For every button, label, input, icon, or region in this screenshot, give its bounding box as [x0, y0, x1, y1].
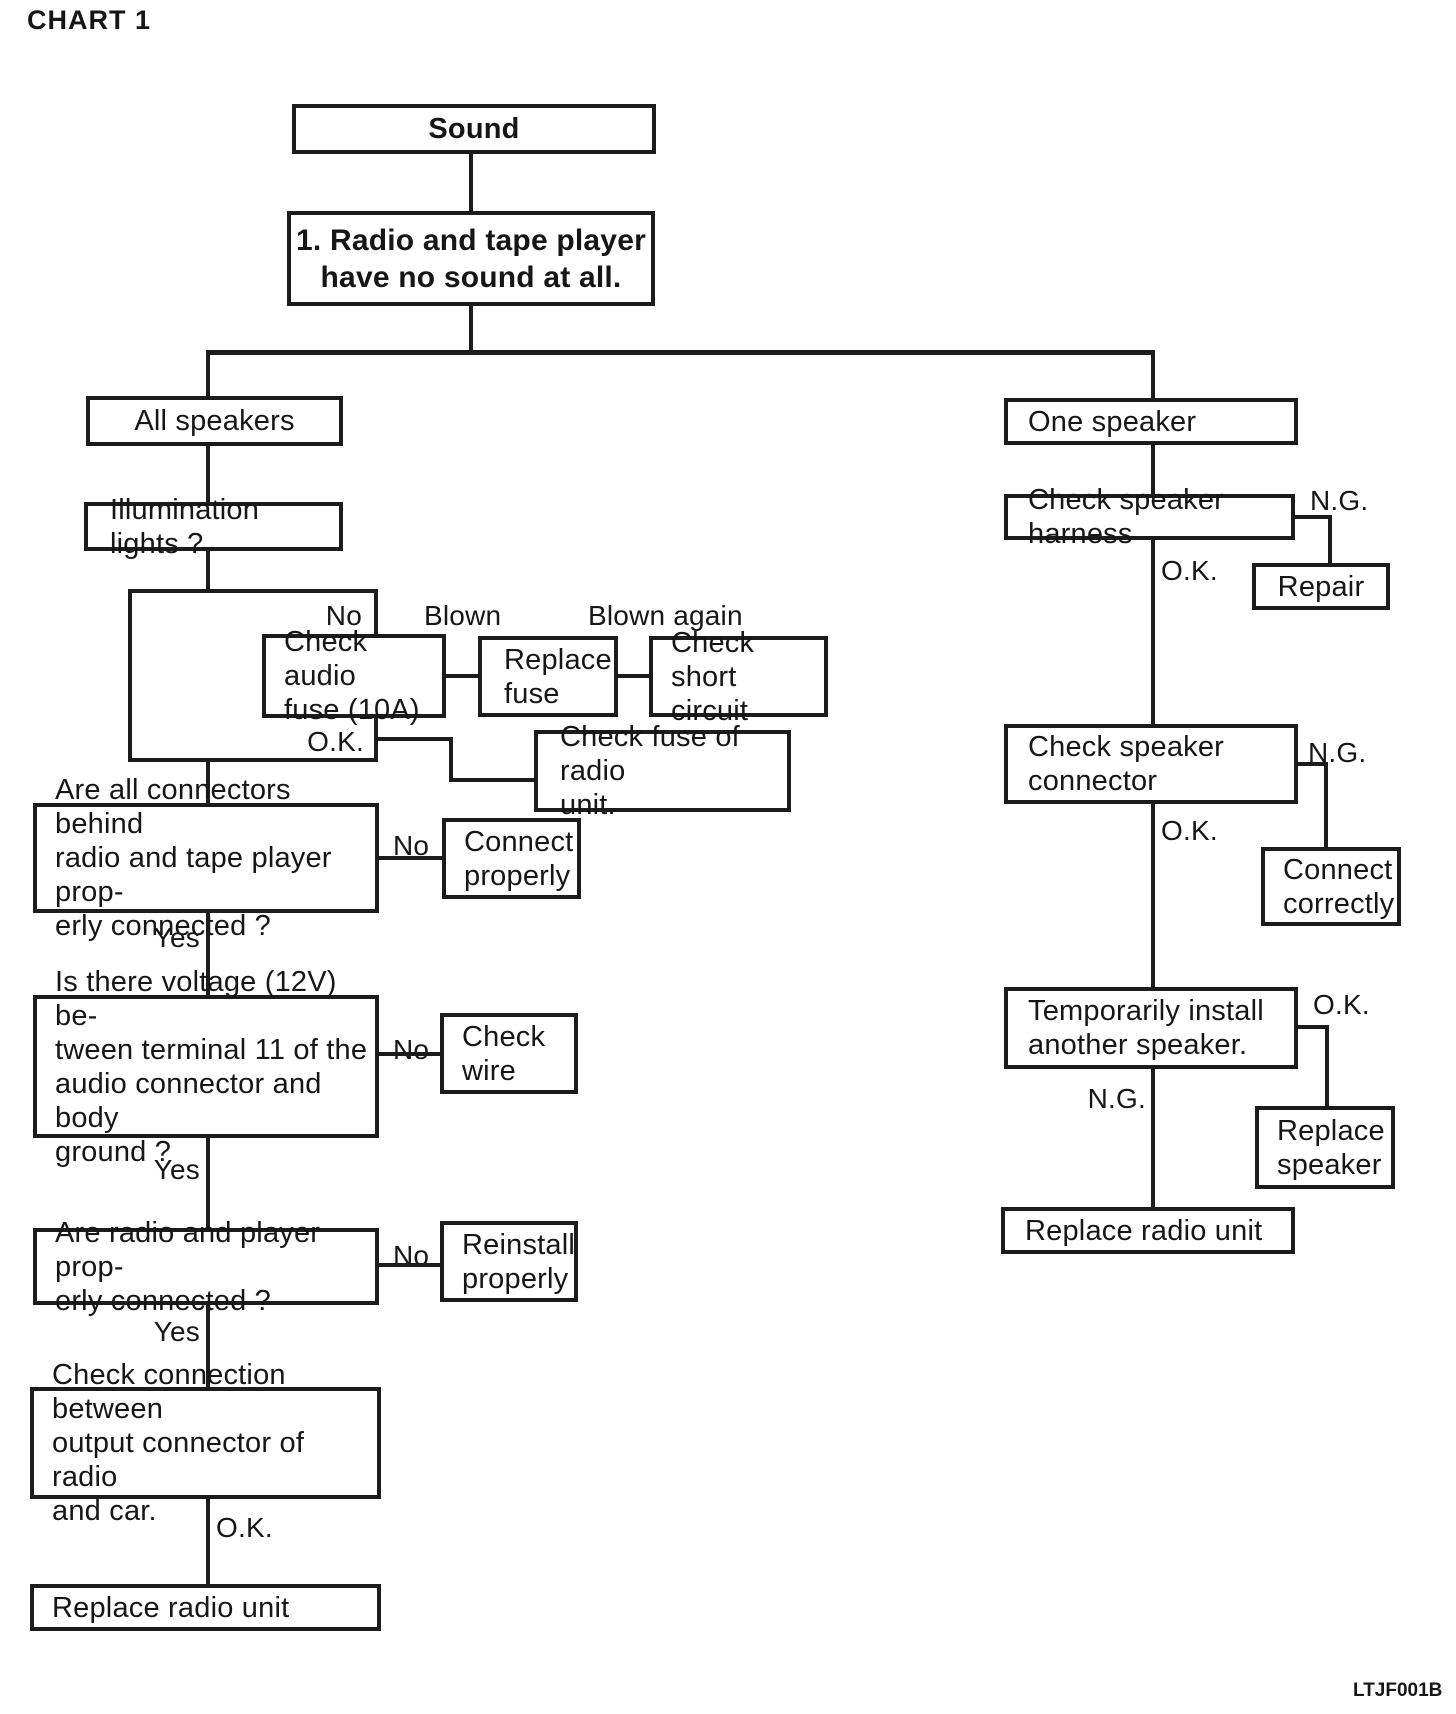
node-reinstall-properly: Reinstall properly [440, 1221, 578, 1302]
node-check-wire: Check wire [440, 1013, 578, 1094]
node-replace-fuse: Replace fuse [478, 636, 618, 717]
edge-label-yes-voltage: Yes [153, 1154, 200, 1185]
node-connect-properly: Connect properly [442, 818, 581, 899]
edge-replace-short [616, 674, 651, 678]
edge-fuse-replace [444, 674, 480, 678]
node-replace-speaker: Replace speaker [1255, 1106, 1395, 1189]
edge-label-yes-radioplayer: Yes [153, 1316, 200, 1347]
edge-connectors-voltage [206, 911, 210, 997]
node-problem: 1. Radio and tape player have no sound a… [287, 211, 655, 306]
node-check-speaker-harness: Check speaker harness [1004, 484, 1295, 550]
edge-connectors-no [377, 856, 444, 860]
edge-ok-step-3 [449, 778, 536, 782]
edge-problem-split [469, 304, 473, 354]
node-temporarily-install: Temporarily install another speaker. [1004, 987, 1298, 1069]
edge-rect-top [128, 589, 378, 593]
node-repair: Repair [1252, 563, 1390, 610]
edge-connector-ng-v [1324, 762, 1328, 849]
edge-connector-tempinstall [1151, 802, 1155, 989]
node-all-speakers: All speakers [86, 396, 343, 446]
edge-voltage-no [377, 1052, 442, 1056]
node-voltage-question: Is there voltage (12V) be- tween termina… [33, 966, 379, 1168]
node-connectors-question: Are all connectors behind radio and tape… [33, 774, 379, 942]
edge-harness-ng-v [1328, 515, 1332, 565]
edge-label-ok-tempinstall: O.K. [1313, 989, 1370, 1020]
node-replace-radio-unit-left: Replace radio unit [30, 1584, 381, 1631]
edge-connector-ng-h [1296, 762, 1328, 766]
edge-rect-bottom [128, 758, 378, 762]
edge-rect-left [128, 589, 132, 762]
edge-illumination-down [206, 549, 210, 593]
edge-label-blown: Blown [424, 600, 502, 631]
edge-ok-step-2 [449, 737, 453, 782]
node-one-speaker: One speaker [1004, 398, 1298, 445]
edge-split-one-speaker [1151, 350, 1155, 400]
edge-ok-step-1 [376, 737, 453, 741]
edge-rect-to-connectors-question [206, 758, 210, 805]
edge-onespeaker-harness [1151, 443, 1155, 496]
edge-harness-connector [1151, 538, 1155, 726]
node-replace-radio-unit-right: Replace radio unit [1001, 1207, 1295, 1254]
edge-label-no-voltage: No [393, 1034, 430, 1065]
node-check-audio-fuse: Check audio fuse (10A) [262, 626, 446, 726]
page-title: CHART 1 [27, 5, 152, 35]
edge-tempinstall-ok-h [1296, 1025, 1329, 1029]
edge-label-ng-tempinstall: N.G. [1087, 1083, 1146, 1114]
edge-sound-problem [469, 152, 473, 212]
node-sound: Sound [292, 104, 656, 154]
node-illumination-lights: Illumination lights ? [84, 494, 343, 560]
edge-label-blown-again: Blown again [588, 600, 743, 631]
edge-label-no-fuse: No [325, 600, 362, 631]
edge-split-all-speakers [206, 350, 210, 398]
edge-label-ok-harness: O.K. [1161, 555, 1218, 586]
node-check-connection-output: Check connection between output connecto… [30, 1359, 381, 1527]
edge-no-into-fuse [374, 589, 378, 636]
edge-tempinstall-replaceradio [1151, 1067, 1155, 1209]
node-check-speaker-connector: Check speaker connector [1004, 724, 1298, 804]
edge-label-no-connectors: No [393, 830, 430, 861]
edge-label-ok-checkconnection: O.K. [216, 1512, 273, 1543]
edge-harness-ng-h [1293, 515, 1332, 519]
edge-split-horizontal [206, 350, 1155, 355]
node-radio-player-question: Are radio and player prop- erly connecte… [33, 1217, 379, 1317]
node-connect-correctly: Connect correctly [1261, 847, 1401, 926]
figure-code: LTJF001B [1353, 1680, 1443, 1701]
edge-allspeakers-illumination [206, 444, 210, 504]
node-check-short-circuit: Check short circuit [649, 627, 828, 727]
edge-voltage-radioplayer [206, 1136, 210, 1230]
edge-label-ok-fuse: O.K. [307, 726, 364, 757]
edge-radioplayer-no [377, 1263, 442, 1267]
edge-label-ng-harness: N.G. [1310, 485, 1369, 516]
edge-label-yes-connectors: Yes [153, 922, 200, 953]
edge-checkconnection-replaceradio [206, 1497, 210, 1586]
edge-label-ok-connector: O.K. [1161, 815, 1218, 846]
node-check-fuse-radio-unit: Check fuse of radio unit. [534, 721, 791, 821]
edge-tempinstall-ok-v [1325, 1025, 1329, 1108]
edge-radioplayer-checkconnection [206, 1303, 210, 1389]
